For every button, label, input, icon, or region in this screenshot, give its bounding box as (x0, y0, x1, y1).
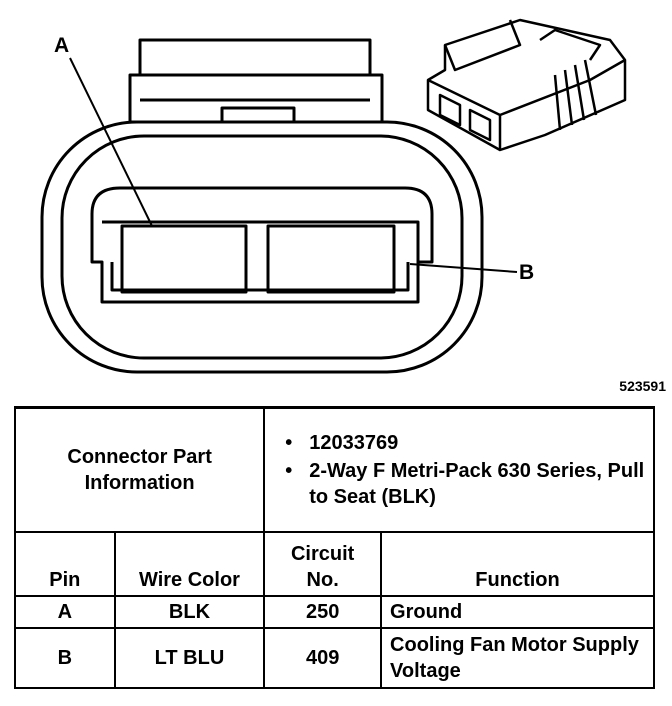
table-row: B LT BLU 409 Cooling Fan Motor Supply Vo… (14, 627, 655, 689)
header-row: Pin Wire Color Circuit No. Function (14, 531, 655, 597)
callout-line-b (409, 263, 518, 273)
wire-color-cell: LT BLU (113, 627, 266, 689)
connector-table: Connector Part Information 12033769 2-Wa… (13, 406, 655, 689)
callout-line-a (69, 57, 153, 227)
wire-color-cell: BLK (113, 595, 266, 629)
connector-diagram: A B (40, 18, 627, 374)
part-number: 12033769 (283, 430, 645, 456)
circuit-cell: 250 (263, 595, 383, 629)
connector-inner-shell (60, 134, 464, 360)
table-row: A BLK 250 Ground (14, 595, 655, 629)
header-pin: Pin (14, 531, 116, 597)
circuit-cell: 409 (263, 627, 383, 689)
callout-label-b: B (519, 261, 535, 284)
pin-cell: A (14, 595, 116, 629)
connector-3d-view (426, 18, 627, 152)
callout-label-a: A (54, 34, 70, 57)
part-info-list-cell: 12033769 2-Way F Metri-Pack 630 Series, … (263, 406, 655, 533)
function-cell: Ground (380, 595, 655, 629)
part-info-list: 12033769 2-Way F Metri-Pack 630 Series, … (273, 430, 645, 510)
header-function: Function (380, 531, 655, 597)
figure-id: 523591 (619, 378, 666, 394)
part-description: 2-Way F Metri-Pack 630 Series, Pull to S… (283, 458, 645, 510)
header-wire-color: Wire Color (113, 531, 266, 597)
part-info-row: Connector Part Information 12033769 2-Wa… (13, 406, 655, 533)
terminal-cavity-a (120, 224, 248, 294)
terminal-cavity-b (266, 224, 396, 294)
latch-block (128, 38, 384, 124)
part-info-label: Connector Part Information (13, 406, 266, 533)
connector-outer-shell (40, 120, 484, 374)
connector-face-drawing (40, 18, 627, 374)
pin-cell: B (14, 627, 116, 689)
cavity-outline (90, 186, 434, 304)
function-cell: Cooling Fan Motor Supply Voltage (380, 627, 655, 689)
header-circuit-no: Circuit No. (263, 531, 383, 597)
